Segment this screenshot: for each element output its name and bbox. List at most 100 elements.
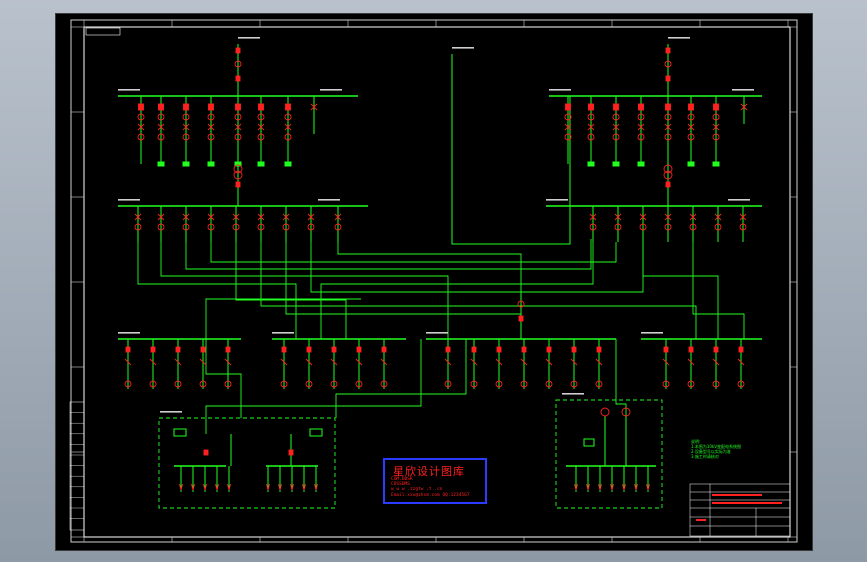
dist-meter-14 <box>545 380 553 388</box>
transformer-breaker-1 <box>665 181 671 188</box>
notes-line-1: 1.本图为10kV变配电系统图 <box>691 444 741 449</box>
ct-symbol <box>639 223 647 231</box>
load-terminal <box>637 161 645 167</box>
switch-symbol <box>712 123 720 131</box>
breaker-symbol <box>665 103 671 111</box>
switch-symbol <box>137 123 145 131</box>
ct-symbol <box>284 133 292 141</box>
dist-meter-12 <box>495 380 503 388</box>
right-panel-transformer-0 <box>600 407 610 417</box>
panel-arrow-10 <box>574 483 578 491</box>
cable-route-1 <box>160 242 449 339</box>
panel-arrow-16 <box>646 483 650 491</box>
ct-symbol <box>687 113 695 121</box>
cable-route-15 <box>335 393 451 418</box>
ct-symbol <box>564 113 572 121</box>
breaker-symbol <box>613 103 619 111</box>
ct-symbol <box>614 223 622 231</box>
ct-symbol <box>134 223 142 231</box>
tiny-label-9 <box>272 332 294 334</box>
dist-meter-0 <box>124 380 132 388</box>
switch-symbol <box>687 123 695 131</box>
title-block <box>689 483 791 537</box>
dist-breaker-11 <box>471 346 477 353</box>
switch-symbol <box>134 213 142 221</box>
tiny-label-6 <box>546 199 568 201</box>
notes-heading: 说明: <box>691 439 701 444</box>
dist-switch-9 <box>380 358 388 366</box>
breaker-symbol <box>713 103 719 111</box>
breaker-symbol <box>688 103 694 111</box>
ct-symbol <box>207 133 215 141</box>
ct-symbol <box>257 223 265 231</box>
dist-breaker-17 <box>663 346 669 353</box>
dist-switch-15 <box>570 358 578 366</box>
cable-route-13 <box>205 298 361 339</box>
tie-line-top <box>451 54 571 245</box>
ct-symbol <box>664 223 672 231</box>
load-terminal <box>587 161 595 167</box>
cable-route-14 <box>205 339 242 418</box>
dist-breaker-8 <box>356 346 362 353</box>
breaker-symbol <box>285 103 291 111</box>
breaker-symbol <box>208 103 214 111</box>
ct-symbol <box>637 133 645 141</box>
transformer-symbol-0 <box>233 170 243 180</box>
tiny-label-3 <box>732 89 754 91</box>
bus-coupler-breaker <box>518 315 524 322</box>
cable-route-16 <box>205 339 422 434</box>
dist-breaker-12 <box>496 346 502 353</box>
dist-breaker-20 <box>738 346 744 353</box>
breaker-symbol <box>158 103 164 111</box>
ct-symbol <box>587 133 595 141</box>
ct-symbol <box>612 133 620 141</box>
tiny-label-10 <box>426 332 448 334</box>
design-notes: 说明: 1.本图为10kV变配电系统图 2.设备型号以实际为准 3.施工时请核对 <box>691 439 741 459</box>
ct-symbol <box>712 133 720 141</box>
incomer-fuse-0 <box>235 75 241 82</box>
dist-breaker-18 <box>688 346 694 353</box>
ct-symbol <box>234 133 242 141</box>
breaker-symbol <box>638 103 644 111</box>
dist-switch-10 <box>444 358 452 366</box>
dist-meter-11 <box>470 380 478 388</box>
ct-symbol <box>207 113 215 121</box>
ct-symbol <box>207 223 215 231</box>
left-revision-table <box>69 401 85 531</box>
load-terminal <box>612 161 620 167</box>
cad-viewport[interactable]: 星欣设计图库 COM.DBSK COSSDMS w w w .zzgtw .t … <box>55 13 813 551</box>
dist-breaker-13 <box>521 346 527 353</box>
panel-arrow-8 <box>302 483 306 491</box>
tiny-label-0 <box>118 89 140 91</box>
ct-symbol <box>689 223 697 231</box>
dist-meter-8 <box>355 380 363 388</box>
ct-symbol <box>284 113 292 121</box>
ct-symbol <box>157 113 165 121</box>
dist-meter-7 <box>330 380 338 388</box>
ct-symbol <box>739 223 747 231</box>
dist-switch-19 <box>712 358 720 366</box>
dist-breaker-4 <box>225 346 231 353</box>
breaker-symbol <box>258 103 264 111</box>
panel-breaker-a <box>203 449 209 456</box>
dist-breaker-3 <box>200 346 206 353</box>
dist-meter-5 <box>280 380 288 388</box>
panel-meter-right <box>309 428 323 437</box>
watermark-line-3: w w w .zzgtw .t .cn <box>391 487 443 492</box>
dist-switch-6 <box>305 358 313 366</box>
panel-meter-left <box>173 428 187 437</box>
cable-route-11 <box>692 242 745 339</box>
ct-symbol <box>234 113 242 121</box>
cable-route-10 <box>642 242 719 339</box>
ct-symbol <box>714 223 722 231</box>
dist-meter-1 <box>149 380 157 388</box>
ct-symbol <box>257 133 265 141</box>
panel-arrow-6 <box>278 483 282 491</box>
ct-symbol <box>712 113 720 121</box>
tiny-label-12 <box>160 411 182 413</box>
switch-symbol <box>637 123 645 131</box>
dist-switch-2 <box>174 358 182 366</box>
dist-breaker-19 <box>713 346 719 353</box>
dist-switch-4 <box>224 358 232 366</box>
cable-route-4 <box>235 242 347 339</box>
